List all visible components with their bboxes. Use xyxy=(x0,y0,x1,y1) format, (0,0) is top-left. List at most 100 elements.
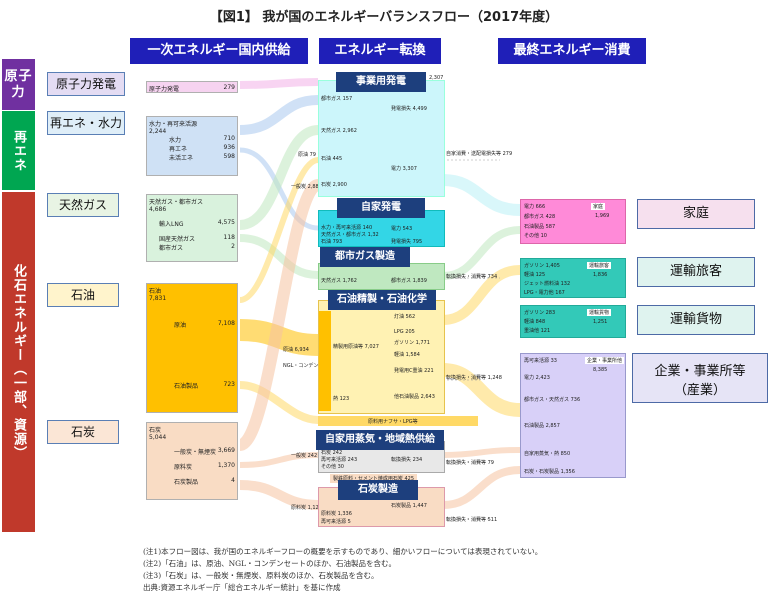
private-loss: 発電損失 795 xyxy=(391,239,423,245)
source-nuclear: 原子力発電 xyxy=(47,72,125,96)
naphtha-label: 原料用ナフサ・LPG等 xyxy=(368,419,418,425)
flow-renewable-to-power xyxy=(239,95,319,135)
flow-gas-to-power xyxy=(239,125,319,230)
side-label-coking-coal: 原料炭 1,122 xyxy=(291,505,322,511)
power-coal: 石炭 2,900 xyxy=(321,182,347,188)
flow-refinery-to-industry xyxy=(442,363,521,417)
power-electricity: 電力 3,307 xyxy=(391,166,417,172)
final-passenger-row-3: ジェット燃料油 132 xyxy=(524,281,571,287)
refinery-fuel-oil: 発電用C重油 221 xyxy=(394,368,434,374)
refinery-diesel: 軽油 1,584 xyxy=(394,352,420,358)
city-gas-output: 都市ガス 1,839 xyxy=(391,278,427,284)
power-total: 2,307 xyxy=(429,75,444,81)
final-industry-header: 企業・事業所他 xyxy=(585,357,625,364)
final-passenger-row-1: ガソリン 1,405 xyxy=(524,263,560,269)
side-label-crude-1: 原油 79 xyxy=(298,152,316,158)
refinery-heat: 熱 123 xyxy=(333,396,350,402)
destination-passenger: 運輸旅客 xyxy=(637,257,755,287)
side-label-crude-2: 原油 6,934 xyxy=(283,347,309,353)
flow-coal-to-steam xyxy=(239,452,319,468)
final-passenger-row-4: LPG・電力他 167 xyxy=(524,290,565,296)
section-city-gas: 都市ガス製造 xyxy=(320,247,410,267)
final-box-freight: 運輸貨物 1,251 ガソリン 283 軽油 848 重油他 121 xyxy=(520,305,626,338)
section-utility-power: 事業用発電 xyxy=(336,72,426,92)
note-source: 出典:資源エネルギー庁「総合エネルギー統計」を基に作成 xyxy=(143,583,341,592)
final-industry-row-2: 電力 2,423 xyxy=(524,375,550,381)
category-renewable: 再エネ xyxy=(2,111,35,190)
power-natural-gas: 天然ガス 2,962 xyxy=(321,128,357,134)
diagram-title: 【図1】 我が国のエネルギーバランスフロー（2017年度） xyxy=(209,10,559,25)
destination-home: 家庭 xyxy=(637,199,755,229)
flow-refinery-to-transport xyxy=(442,265,521,325)
final-freight-header: 運輸貨物 xyxy=(587,309,612,316)
refinery-kerosene: 灯油 562 xyxy=(394,314,416,320)
destination-industry-line2: （産業） xyxy=(673,383,726,398)
final-industry-row-1: 再可来活源 33 xyxy=(524,358,557,364)
destination-industry: 企業・事業所等 （産業） xyxy=(632,353,768,403)
flow-oil-products xyxy=(239,381,319,424)
source-oil: 石油 xyxy=(47,283,119,307)
label-loss-3: 転換損失・消費等 79 xyxy=(446,460,494,466)
city-gas-input: 天然ガス 1,762 xyxy=(321,278,357,284)
section-steam: 自家用蒸気・地域熱供給 xyxy=(316,430,444,450)
final-passenger-header: 運輸旅客 xyxy=(587,262,612,269)
refinery-other: 他石油製品 2,643 xyxy=(394,394,435,400)
final-passenger-row-2: 軽油 125 xyxy=(524,272,546,278)
final-industry-row-3: 都市ガス・天然ガス 736 xyxy=(524,397,581,403)
final-freight-row-1: ガソリン 283 xyxy=(524,310,556,316)
refinery-lpg: LPG 205 xyxy=(394,329,415,335)
final-home-row-3: 石油製品 587 xyxy=(524,224,556,230)
note-1: (注1)本フロー図は、我が国のエネルギーフローの概要を示すものであり、細かいフロ… xyxy=(143,547,543,556)
flow-coke-to-industry xyxy=(442,466,521,509)
final-home-row-4: その他 10 xyxy=(524,233,547,239)
final-box-passenger: 運輸旅客 1,836 ガソリン 1,405 軽油 125 ジェット燃料油 132… xyxy=(520,258,626,298)
steam-coal: 石炭 242 xyxy=(321,450,343,456)
section-private-power: 自家発電 xyxy=(337,198,425,218)
power-oil: 石油 445 xyxy=(321,156,343,162)
steam-renew: 再可来活源 243 xyxy=(321,457,358,463)
label-loss-2: 転換損失・消費等 1,248 xyxy=(446,375,502,381)
source-renewable: 再エネ・水力 xyxy=(47,111,125,135)
destination-industry-line1: 企業・事業所等 xyxy=(654,364,746,379)
flow-coal-to-power xyxy=(237,179,321,451)
section-refinery: 石油精製・石油化学 xyxy=(328,290,436,310)
label-loss-1: 転換損失・消費等 734 xyxy=(446,274,498,280)
final-home-row-1: 電力 666 xyxy=(524,204,546,210)
refinery-crude-bar xyxy=(319,311,331,411)
final-home-header: 家庭 xyxy=(591,203,606,210)
label-loss-4: 転換損失・消費等 511 xyxy=(446,517,498,523)
final-freight-total: 1,251 xyxy=(593,319,608,325)
source-natural-gas: 天然ガス xyxy=(47,193,119,217)
coke-coal: 原料炭 1,336 xyxy=(321,511,352,517)
source-coal: 石炭 xyxy=(47,420,119,444)
header-final-consumption: 最終エネルギー消費 xyxy=(498,38,646,64)
section-coke: 石炭製造 xyxy=(338,480,418,500)
final-industry-row-4: 石油製品 2,857 xyxy=(524,423,560,429)
flow-power-to-final xyxy=(442,174,521,216)
power-citygas: 都市ガス 157 xyxy=(321,96,353,102)
coke-output: 石炭製品 1,447 xyxy=(391,503,427,509)
box-refinery: 精製用原油等 7,027 熱 123 灯油 562 LPG 205 ガソリン 1… xyxy=(318,300,445,414)
final-passenger-total: 1,836 xyxy=(593,272,608,278)
refinery-crude: 精製用原油等 7,027 xyxy=(333,344,379,350)
final-home-row-2: 都市ガス 428 xyxy=(524,214,556,220)
final-industry-total: 8,385 xyxy=(593,367,608,373)
private-electricity: 電力 543 xyxy=(391,226,413,232)
coke-renew: 再可来活源 5 xyxy=(321,519,351,525)
final-industry-row-5: 自家用蒸気・熱 850 xyxy=(524,451,571,457)
header-conversion: エネルギー転換 xyxy=(319,38,441,64)
category-fossil: 化石エネルギー（一部、資源） xyxy=(2,192,35,532)
flow-steam-to-industry xyxy=(442,447,521,458)
final-freight-row-2: 軽油 848 xyxy=(524,319,546,325)
label-steel: 製鉄原料・セメント焼成用石炭 425 xyxy=(330,474,418,483)
final-industry-row-6: 石炭・石炭製品 1,356 xyxy=(524,469,575,475)
refinery-gasoline: ガソリン 1,771 xyxy=(394,340,430,346)
final-home-total: 1,969 xyxy=(595,213,610,219)
private-renew: 水力・再可来活源 140 xyxy=(321,225,373,231)
box-city-gas: 天然ガス 1,762 都市ガス 1,839 xyxy=(318,263,445,290)
